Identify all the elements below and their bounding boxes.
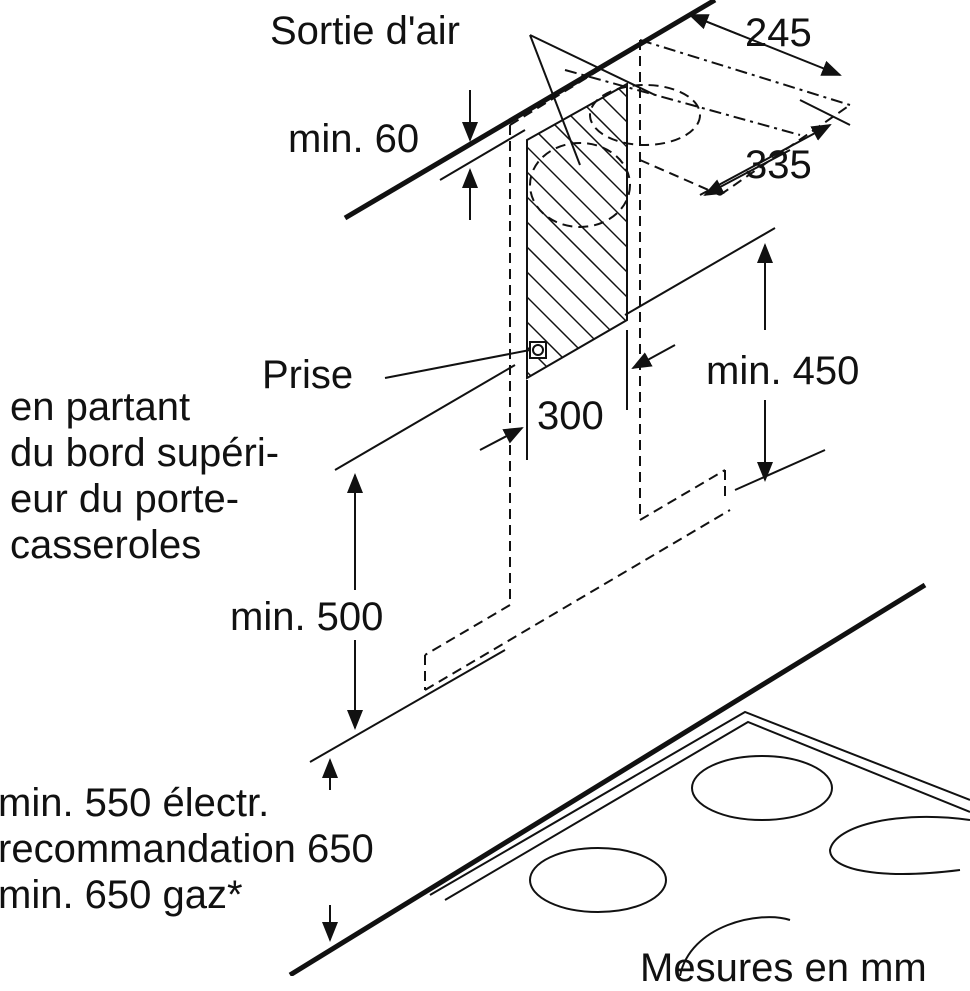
worktop-line <box>288 582 927 976</box>
burner-4 <box>679 916 791 976</box>
edge-note-line: en partant <box>10 385 191 429</box>
burner-1 <box>691 755 833 821</box>
min450-label: min. 450 <box>706 349 860 393</box>
clearance-note: min. 550 électr. recommandation 650 min.… <box>0 780 374 918</box>
air-outlet-label: Sortie d'air <box>270 9 460 53</box>
burner-2 <box>529 847 667 913</box>
units-label: Mesures en mm <box>640 946 927 990</box>
hatched-socket-zone <box>526 82 628 380</box>
clearance-line: recommandation 650 <box>0 827 374 871</box>
dim-335-label: 335 <box>745 143 812 187</box>
socket-label: Prise <box>262 353 354 397</box>
cooktop <box>429 710 970 896</box>
ceiling-line <box>343 0 717 221</box>
edge-note-line: casseroles <box>10 523 202 567</box>
min500-label: min. 500 <box>230 595 384 639</box>
edge-note-line: du bord supéri- <box>10 431 280 475</box>
dim-300-label: 300 <box>537 394 604 438</box>
edge-note: en partant du bord supéri- eur du porte-… <box>10 384 279 568</box>
clearance-line: min. 550 électr. <box>0 781 270 825</box>
clearance-line: min. 650 gaz* <box>0 873 243 917</box>
dim-245-label: 245 <box>745 11 812 55</box>
edge-note-line: eur du porte- <box>10 477 240 521</box>
burner-3 <box>828 815 970 875</box>
min60-label: min. 60 <box>288 117 420 161</box>
